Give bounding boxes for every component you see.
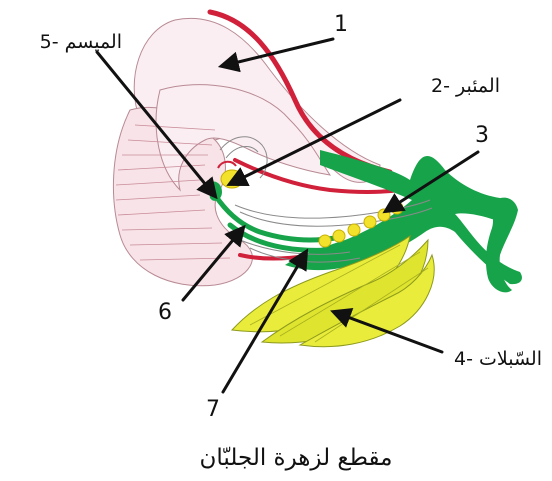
label-7: 7 (206, 397, 220, 422)
ovule (333, 230, 345, 242)
label-4-sepals: 4- السّبلات (454, 348, 542, 370)
ovule (364, 216, 376, 228)
style (215, 195, 335, 240)
diagram-caption: مقطع لزهرة الجلبّان (200, 445, 393, 471)
ovule (319, 235, 331, 247)
label-3: 3 (475, 123, 489, 148)
label-1: 1 (334, 12, 348, 37)
label-5-stigma: 5- الميسم (40, 31, 122, 53)
ovule (348, 224, 360, 236)
label-6: 6 (158, 300, 172, 325)
label-2-anther: 2- المئبر (431, 75, 500, 97)
